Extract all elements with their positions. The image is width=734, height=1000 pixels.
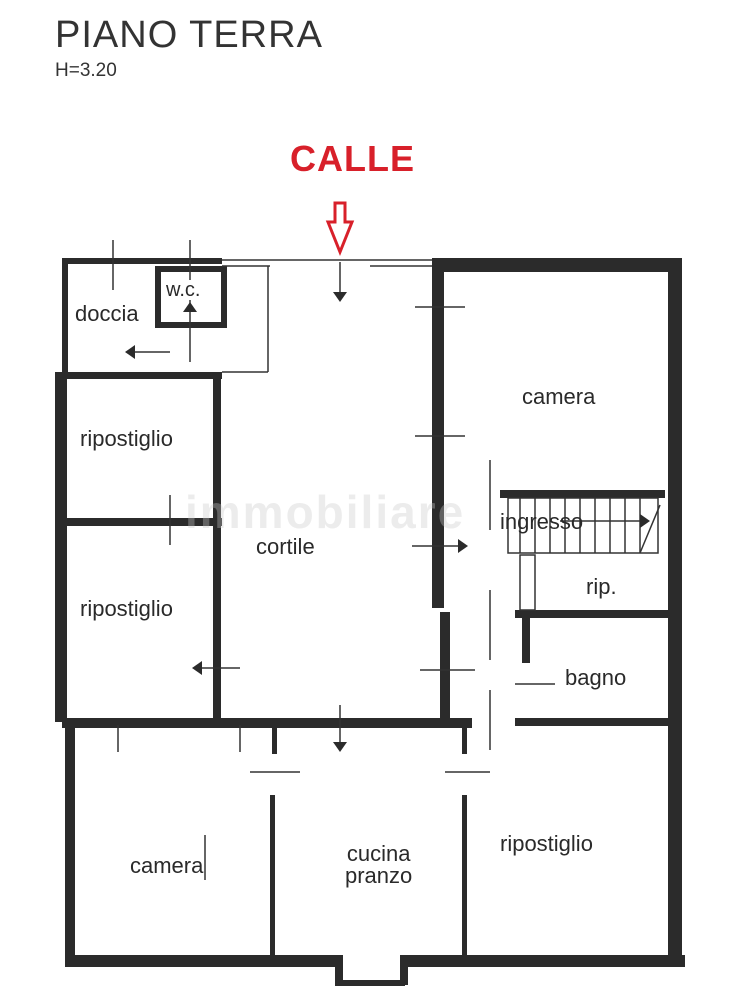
room-cortile: cortile xyxy=(256,534,315,559)
room-rip: rip. xyxy=(586,574,617,599)
room-bagno: bagno xyxy=(565,665,627,690)
room-wc: w.c. xyxy=(166,279,201,301)
street-arrow-icon xyxy=(325,201,355,257)
street-label: CALLE xyxy=(290,138,415,179)
watermark: immobiliare xyxy=(185,486,466,538)
fixtures xyxy=(112,240,661,880)
plan-title: PIANO TERRA xyxy=(55,14,323,56)
room-ingresso: ingresso xyxy=(500,509,584,534)
ceiling-height: H=3.20 xyxy=(55,60,117,81)
arrow-heads xyxy=(125,292,650,752)
room-camera-1: camera xyxy=(522,384,596,409)
room-ripostiglio-1: ripostiglio xyxy=(80,426,173,451)
room-ripostiglio-3: ripostiglio xyxy=(500,831,593,856)
room-cucina-pranzo: cucina pranzo xyxy=(345,841,413,888)
room-doccia: doccia xyxy=(75,301,139,326)
room-ripostiglio-2: ripostiglio xyxy=(80,596,173,621)
room-camera-2: camera xyxy=(130,853,204,878)
walls xyxy=(55,258,685,986)
